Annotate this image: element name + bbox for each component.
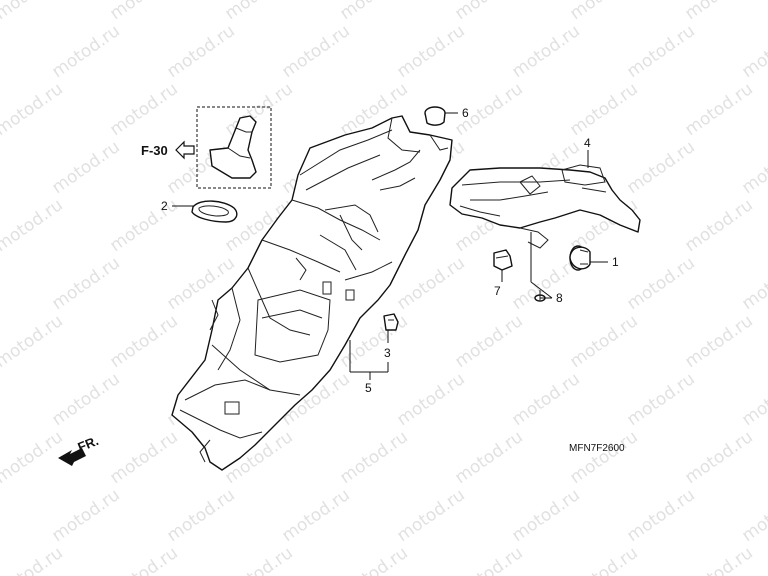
drawing-code: MFN7F2600 [569, 443, 625, 454]
callout-5: 5 [365, 381, 372, 395]
watermark-text: motod.ru [221, 79, 296, 140]
callout-3: 3 [384, 346, 391, 360]
watermark-text: motod.ru [393, 21, 468, 82]
callout-4: 4 [584, 136, 591, 150]
callout-7: 7 [494, 284, 501, 298]
callout-1: 1 [612, 255, 619, 269]
front-direction-indicator: FR. [58, 433, 101, 466]
gasket-ring [191, 200, 238, 223]
watermark-text: motod.ru [48, 21, 123, 82]
watermark-text: motod.ru [106, 0, 181, 24]
front-arrow-icon [58, 448, 86, 466]
watermark-text: motod.ru [106, 79, 181, 140]
watermark-text: motod.ru [106, 195, 181, 256]
watermark-text: motod.ru [623, 485, 698, 546]
watermark-text: motod.ru [508, 21, 583, 82]
watermark-text: motod.ru [566, 0, 641, 24]
watermark-text: motod.ru [681, 427, 756, 488]
watermark-text: motod.ru [738, 485, 768, 546]
rear-fender-drawing [171, 115, 453, 471]
front-label: FR. [76, 433, 101, 455]
watermark-text: motod.ru [393, 485, 468, 546]
watermark-text: motod.ru [623, 369, 698, 430]
watermark-text: motod.ru [221, 0, 296, 24]
watermark-text: motod.ru [508, 485, 583, 546]
watermark-text: motod.ru [221, 543, 296, 576]
watermark-text: motod.ru [566, 427, 641, 488]
watermark-text: motod.ru [451, 311, 526, 372]
callout-8: 8 [556, 291, 563, 305]
watermark-text: motod.ru [738, 137, 768, 198]
watermark-text: motod.ru [336, 0, 411, 24]
watermark-text: motod.ru [48, 137, 123, 198]
nut-7 [493, 249, 513, 271]
watermark-text: motod.ru [566, 543, 641, 576]
watermark-text: motod.ru [48, 485, 123, 546]
watermark-text: motod.ru [566, 79, 641, 140]
watermark-text: motod.ru [0, 311, 67, 372]
watermark-text: motod.ru [0, 427, 67, 488]
watermark-text: motod.ru [0, 79, 67, 140]
watermark-text: motod.ru [106, 311, 181, 372]
watermark-text: motod.ru [738, 369, 768, 430]
watermark-text: motod.ru [393, 253, 468, 314]
watermark-text: motod.ru [451, 0, 526, 24]
clip-3 [383, 313, 399, 331]
watermark-text: motod.ru [508, 369, 583, 430]
watermark-text: motod.ru [451, 543, 526, 576]
callout-6: 6 [462, 106, 469, 120]
splash-guard-4 [449, 164, 641, 249]
watermark-text: motod.ru [106, 543, 181, 576]
watermark-text: motod.ru [681, 0, 756, 24]
watermark-text: motod.ru [336, 427, 411, 488]
watermark-text: motod.ru [623, 253, 698, 314]
watermark-text: motod.ru [393, 369, 468, 430]
watermark-text: motod.ru [566, 311, 641, 372]
watermark-text: motod.ru [278, 21, 353, 82]
watermark-text: motod.ru [106, 427, 181, 488]
watermark-text: motod.ru [163, 485, 238, 546]
watermark-text: motod.ru [681, 195, 756, 256]
watermark-text: motod.ru [0, 195, 67, 256]
reference-arrow-icon [175, 140, 195, 160]
watermark-text: motod.ru [738, 21, 768, 82]
watermark-text: motod.ru [681, 311, 756, 372]
watermark-text: motod.ru [163, 21, 238, 82]
cap-1 [569, 245, 591, 271]
watermark-text: motod.ru [623, 137, 698, 198]
watermark-text: motod.ru [451, 427, 526, 488]
watermark-text: motod.ru [48, 369, 123, 430]
watermark-text: motod.ru [623, 21, 698, 82]
watermark-text: motod.ru [336, 543, 411, 576]
watermark-text: motod.ru [0, 0, 67, 24]
watermark-text: motod.ru [681, 79, 756, 140]
grommet-6 [424, 106, 446, 126]
callout-2: 2 [161, 199, 168, 213]
watermark-text: motod.ru [0, 543, 67, 576]
watermark-text: motod.ru [738, 253, 768, 314]
reference-label: F-30 [141, 143, 168, 158]
leader-lines [172, 112, 608, 380]
dashed-inset-box [196, 106, 272, 189]
watermark-text: motod.ru [681, 543, 756, 576]
watermark-text: motod.ru [278, 485, 353, 546]
watermark-text: motod.ru [48, 253, 123, 314]
